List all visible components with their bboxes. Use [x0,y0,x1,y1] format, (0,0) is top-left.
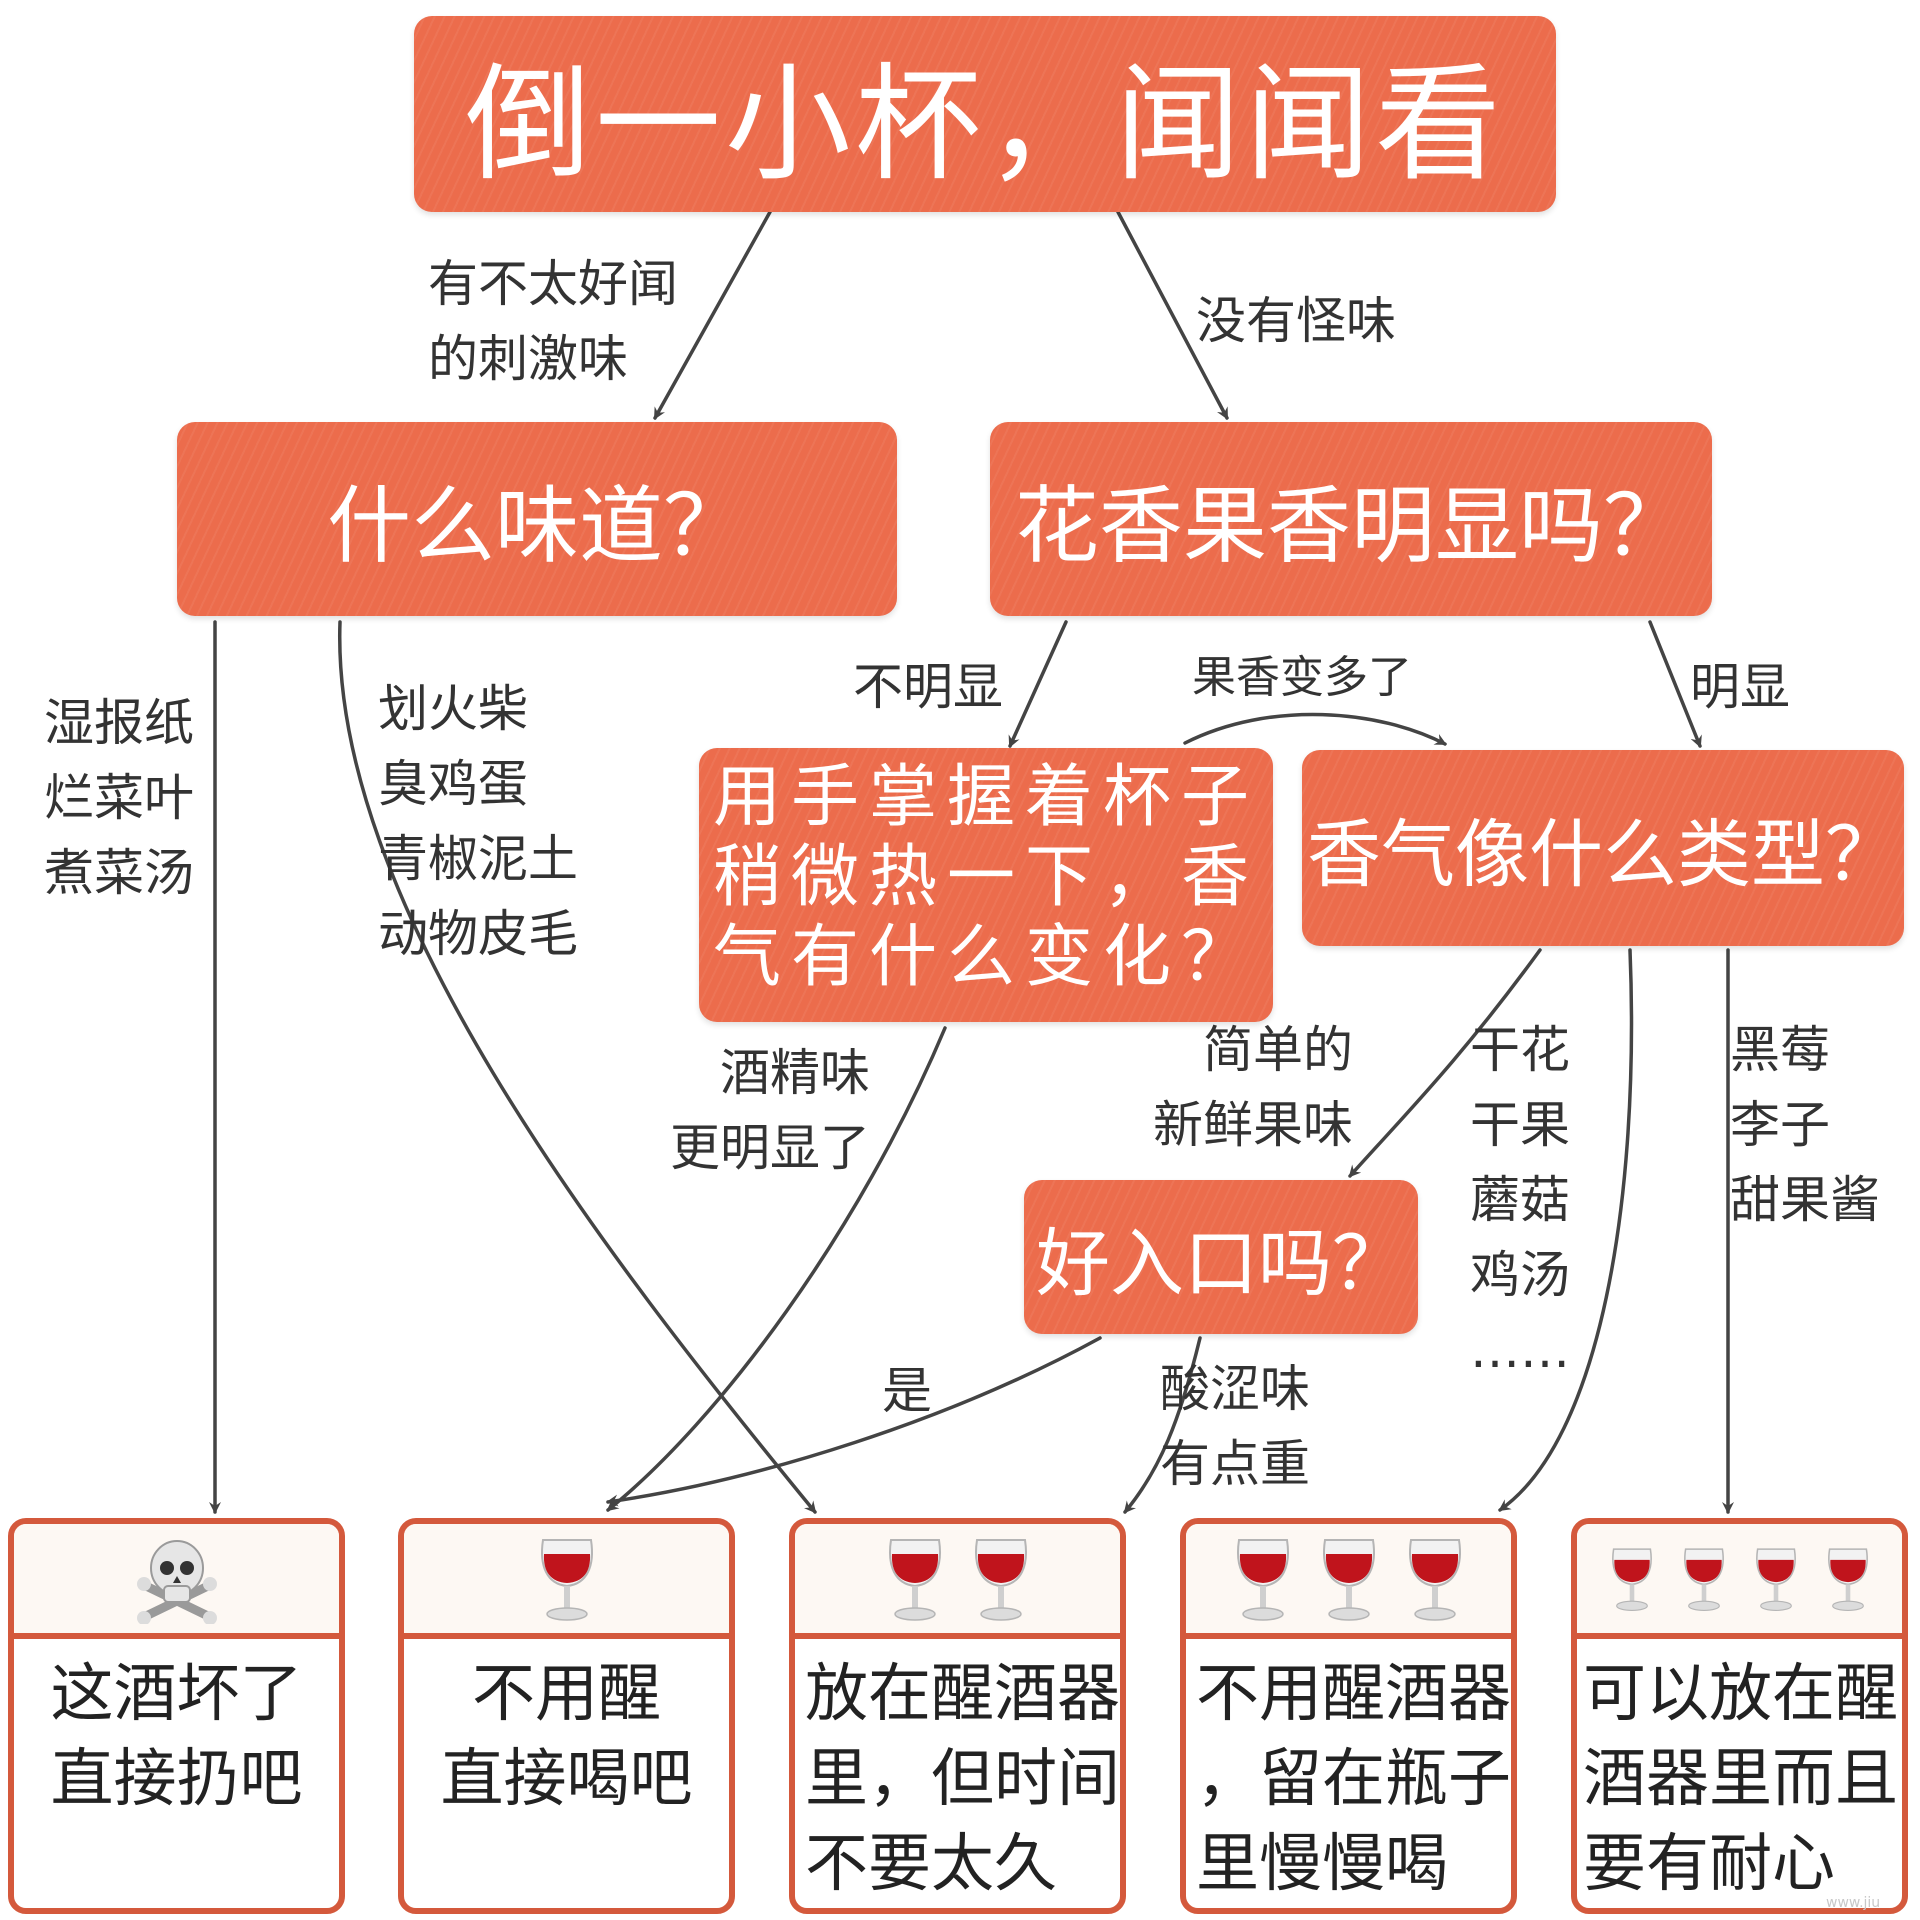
result-text: 放在醒酒器 里，但时间 不要太久 [805,1657,1120,1900]
node-warm: 用手掌握着杯子稍微热一下，香气有什么变化？ [699,748,1273,1022]
result-patience: 可以放在醒 酒器里而且 要有耐心 [1571,1518,1908,1914]
arrow-type-to-drinkable [1348,948,1542,1178]
wine-glass-icon [540,1538,593,1621]
wine-glass-icon [1236,1538,1289,1621]
wine-glass-icon [1611,1547,1652,1611]
result-icon-row [1577,1524,1902,1639]
label-match: 划火柴 臭鸡蛋 青椒泥土 动物皮毛 [378,680,578,963]
wine-glass-icon [1683,1547,1724,1611]
result-text: 不用醒 直接喝吧 [440,1657,693,1815]
node-root: 倒一小杯，闻闻看 [414,16,1556,212]
watermark: www.jiu [1826,1895,1881,1911]
arrow-type-to-bottle [1498,948,1634,1512]
wine-glass-icon [1755,1547,1796,1611]
result-text: 不用醒酒器 ，留在瓶子 里慢慢喝 [1196,1657,1511,1900]
label-fresh-fruit: 简单的 新鲜果味 [1153,1021,1353,1154]
wine-glass-icon [974,1538,1027,1621]
result-icon-row [14,1524,339,1639]
arrow-smell-to-decant-short [338,620,817,1514]
wine-glass-icon [1827,1547,1868,1611]
label-wet-paper: 湿报纸 烂菜叶 煮菜汤 [44,694,194,902]
label-obvious: 明显 [1690,658,1790,716]
arrow-drinkable-to-decant [1123,1336,1202,1514]
result-icon-row [1186,1524,1511,1639]
arrow-warm-to-nodecant [606,1026,947,1512]
label-no-odd: 没有怪味 [1196,292,1396,350]
label-yes: 是 [882,1362,932,1420]
node-type: 香气像什么类型？ [1302,750,1904,946]
result-text: 这酒坏了 直接扔吧 [50,1657,303,1815]
wine-glass-icon [888,1538,941,1621]
label-not-obvious: 不明显 [853,658,1003,716]
wine-glass-icon [1322,1538,1375,1621]
result-no-decant: 不用醒 直接喝吧 [398,1518,735,1914]
arrow-floral-to-type [1648,620,1702,748]
result-icon-row [404,1524,729,1639]
result-bottle: 不用醒酒器 ，留在瓶子 里慢慢喝 [1180,1518,1517,1914]
label-more-fruit: 果香变多了 [1192,652,1412,703]
node-floral: 花香果香明显吗？ [990,422,1712,616]
label-sour: 酸涩味 有点重 [1160,1360,1310,1493]
skull-crossbones-icon [136,1539,217,1624]
arrow-root-to-floral [1116,210,1229,420]
node-smell: 什么味道？ [177,422,897,616]
result-text: 可以放在醒 酒器里而且 要有耐心 [1583,1657,1898,1900]
arrow-floral-to-warm [1008,620,1068,748]
result-bad: 这酒坏了 直接扔吧 [8,1518,345,1914]
label-bad-smell: 有不太好闻 的刺激味 [428,255,678,388]
result-decant-short: 放在醒酒器 里，但时间 不要太久 [789,1518,1126,1914]
arrow-drinkable-to-nodecant [606,1336,1102,1507]
arrow-root-to-smell [653,210,772,420]
label-alcohol: 酒精味 更明显了 [670,1044,870,1177]
result-icon-row [795,1524,1120,1639]
arrow-warm-to-type [1183,712,1447,746]
label-berries: 黑莓 李子 甜果酱 [1730,1021,1880,1229]
wine-glass-icon [1408,1538,1461,1621]
node-drinkable: 好入口吗？ [1024,1180,1418,1334]
label-dried: 干花 干果 蘑菇 鸡汤 …… [1470,1021,1570,1379]
